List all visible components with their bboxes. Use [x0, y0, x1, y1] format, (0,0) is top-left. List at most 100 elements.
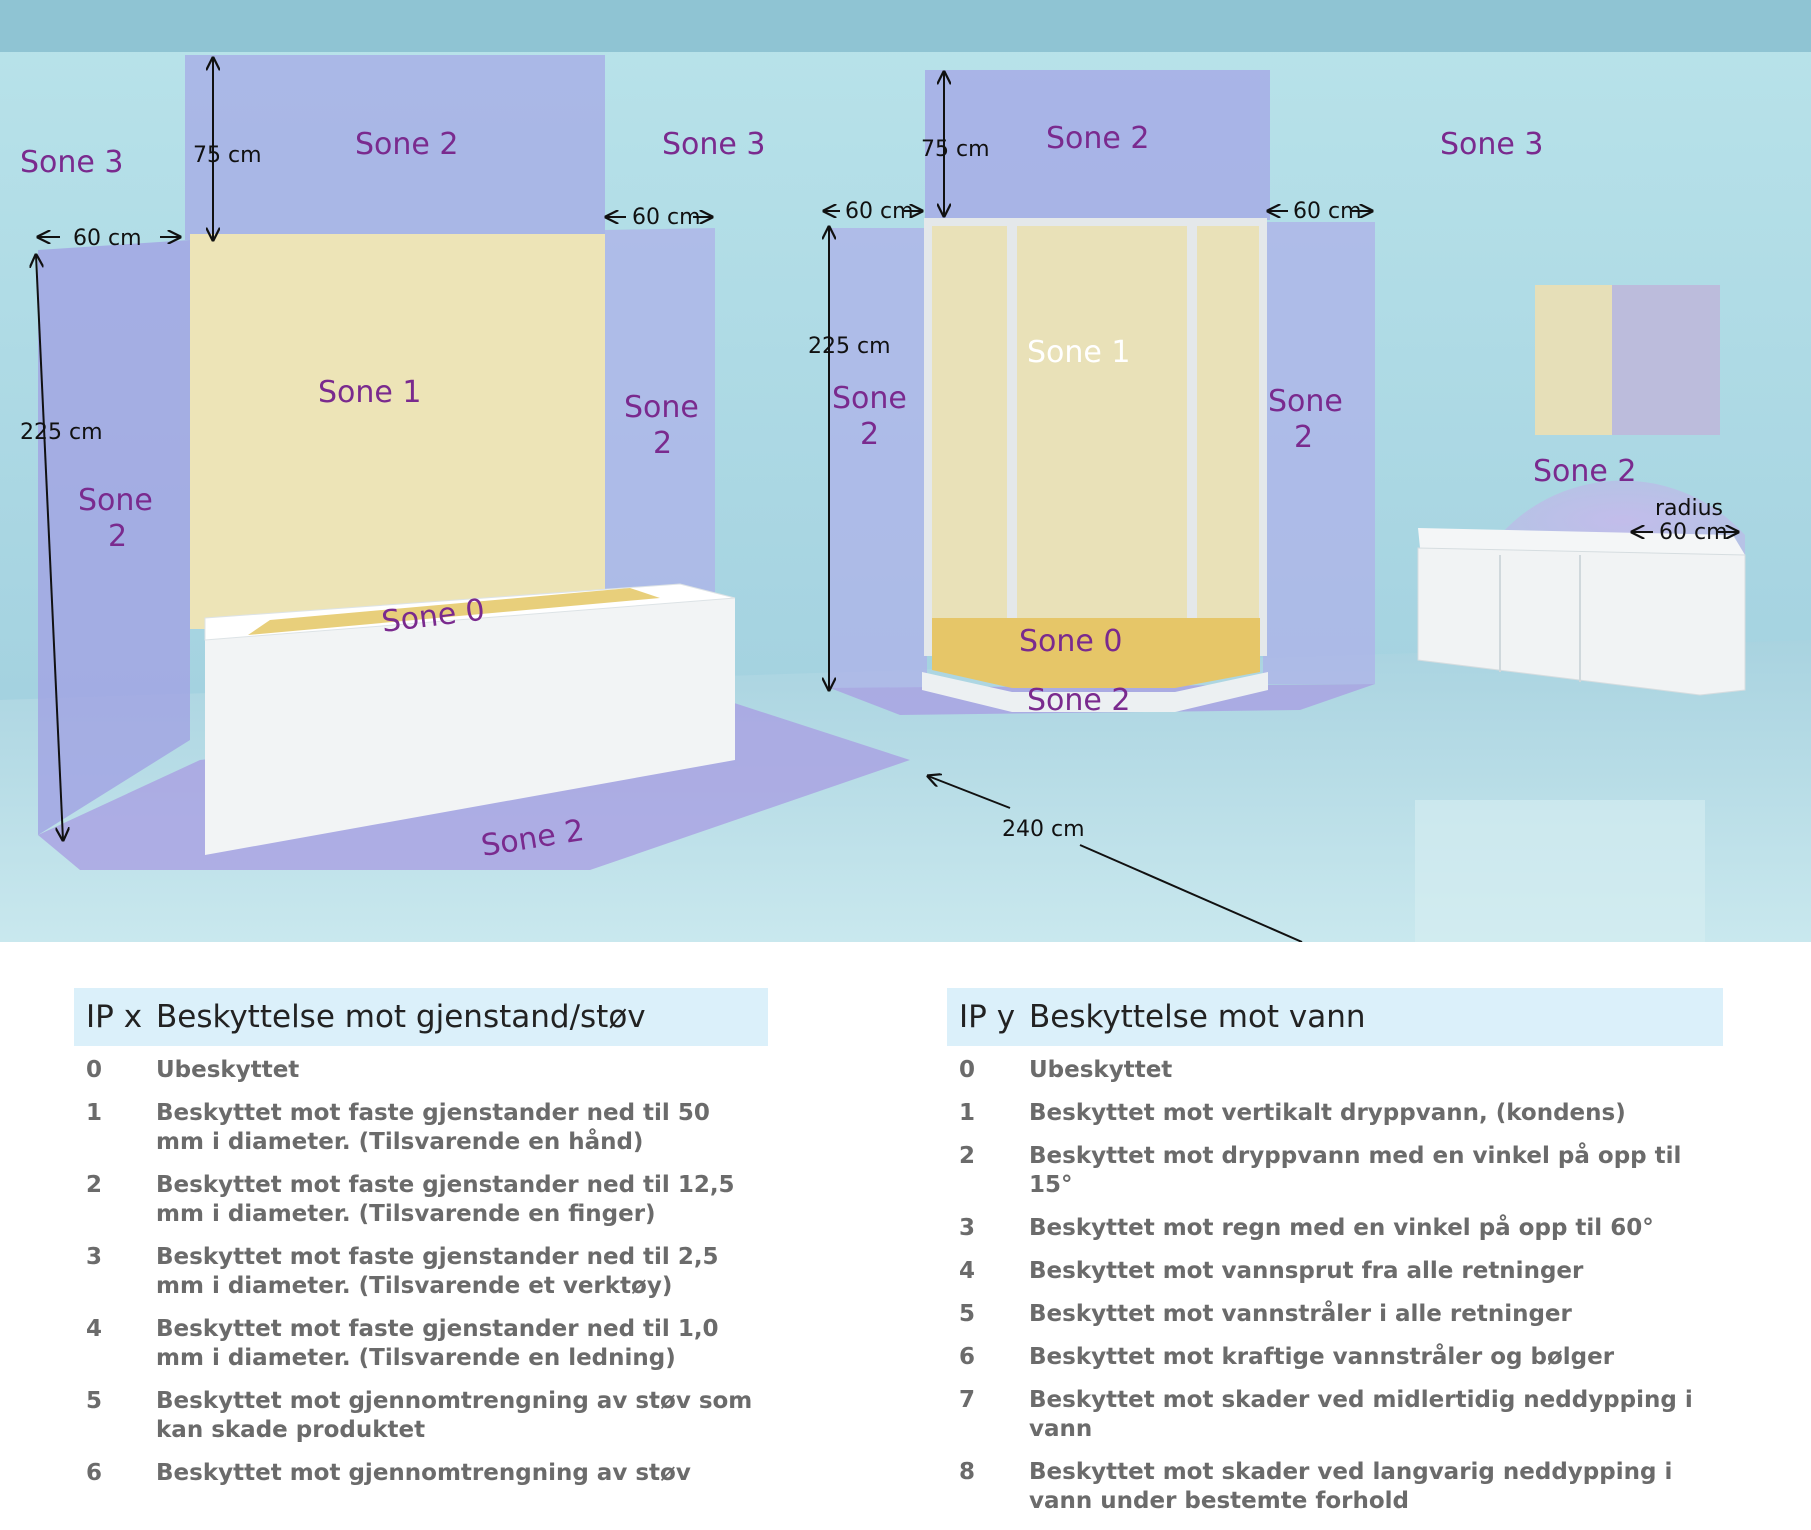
tub-zone2-top [185, 55, 605, 240]
zone-label-sone2: Sone 2 [355, 127, 459, 162]
dimension-label: 225 cm [20, 420, 103, 445]
zone-label-sone0: Sone 0 [1019, 624, 1123, 659]
floor-240-arrow-a [928, 776, 1011, 809]
row-text: Beskyttet mot vannstråler i alle retning… [1029, 1301, 1572, 1327]
bathroom-zones-illustration: Sone 3 Sone 2 Sone 3 Sone 1 Sone 2 Sone … [0, 0, 1811, 942]
table-row: 1 Beskyttet mot vertikalt dryppvann, (kon… [947, 1099, 1723, 1128]
zone-label-sone3: Sone 3 [1440, 127, 1544, 162]
mirror-zone2 [1612, 285, 1720, 435]
row-number: 8 [959, 1459, 976, 1485]
row-number: 3 [86, 1244, 103, 1270]
zone-label-sone3: Sone 3 [662, 127, 766, 162]
table-row: 3 Beskyttet mot faste gjenstander ned til… [74, 1243, 768, 1301]
ipy-title: Beskyttelse mot vann [1029, 999, 1366, 1035]
row-number: 2 [959, 1143, 976, 1169]
zone-label-sone1: Sone 1 [318, 375, 422, 410]
dimension-label: 75 cm [921, 137, 990, 162]
tub-zone2-right [605, 228, 715, 640]
zone-label-sone2: Sone 2 [1027, 683, 1131, 718]
row-text: Beskyttet mot skader ved langvarig neddy… [1029, 1459, 1673, 1514]
dimension-label: 60 cm [73, 226, 142, 251]
row-number: 5 [86, 1388, 103, 1414]
sink-countertop [1418, 528, 1745, 555]
ipx-header: IP x Beskyttelse mot gjenstand/støv [74, 988, 768, 1046]
bathtub-basin [248, 588, 660, 635]
table-row: 7 Beskyttet mot skader ved midlertidig ne… [947, 1386, 1723, 1444]
zone-label-sone2: Sone [832, 381, 907, 416]
table-row: 6 Beskyttet mot gjennomtrengning av støv [74, 1459, 768, 1488]
tub-225-arrow [36, 255, 63, 840]
zone-label-sone2: Sone [78, 483, 153, 518]
row-number: 7 [959, 1387, 976, 1413]
shower-tray [932, 618, 1260, 688]
table-row: 8 Beskyttet mot skader ved langvarig nedd… [947, 1458, 1723, 1516]
zone-label-sone2: Sone 2 [1533, 454, 1637, 489]
row-number: 6 [86, 1460, 103, 1486]
table-row: 4 Beskyttet mot vannsprut fra alle retnin… [947, 1257, 1723, 1286]
dimension-label: 60 cm [845, 199, 914, 224]
shower-base [922, 672, 1268, 712]
table-row: 4 Beskyttet mot faste gjenstander ned til… [74, 1315, 768, 1373]
row-text: Beskyttet mot regn med en vinkel på opp … [1029, 1215, 1654, 1241]
dimension-label: 60 cm [632, 205, 701, 230]
shower-cabin [924, 218, 1267, 656]
table-row: 2 Beskyttet mot dryppvann med en vinkel p… [947, 1142, 1723, 1200]
table-row: 3 Beskyttet mot regn med en vinkel på opp… [947, 1214, 1723, 1243]
bathtub-front [205, 598, 735, 855]
dimension-label: 75 cm [193, 143, 262, 168]
dimension-label: 240 cm [1002, 817, 1085, 842]
row-text: Beskyttet mot dryppvann med en vinkel på… [1029, 1143, 1682, 1198]
tub-zone1-wall [190, 234, 605, 629]
table-row: 0 Ubeskyttet [74, 1056, 768, 1085]
row-text: Beskyttet mot faste gjenstander ned til … [156, 1172, 735, 1227]
dimension-label: 225 cm [808, 334, 891, 359]
zone-label-sone2: 2 [1294, 420, 1313, 455]
ipx-table: IP x Beskyttelse mot gjenstand/støv 0 Ube… [74, 988, 768, 1502]
ipy-header: IP y Beskyttelse mot vann [947, 988, 1723, 1046]
zone-label-sone2: 2 [653, 426, 672, 461]
dimension-label: 60 cm [1659, 520, 1728, 545]
ipy-code: IP y [959, 999, 1016, 1035]
dimension-label: radius [1655, 496, 1723, 521]
row-text: Beskyttet mot faste gjenstander ned til … [156, 1100, 710, 1155]
row-text: Beskyttet mot faste gjenstander ned til … [156, 1244, 719, 1299]
floor-reflection [1415, 800, 1705, 942]
tub-zone2-left [38, 240, 190, 835]
table-row: 5 Beskyttet mot gjennomtrengning av støv … [74, 1387, 768, 1445]
row-text: Beskyttet mot vertikalt dryppvann, (kond… [1029, 1100, 1626, 1126]
zone-label-sone1: Sone 1 [1027, 335, 1131, 370]
row-text: Ubeskyttet [1029, 1057, 1173, 1083]
ipx-code: IP x [86, 999, 143, 1035]
row-text: Beskyttet mot gjennomtrengning av støv [156, 1460, 691, 1486]
zone-label-sone3: Sone 3 [20, 145, 124, 180]
row-number: 0 [86, 1057, 103, 1083]
row-text: Beskyttet mot skader ved midlertidig ned… [1029, 1387, 1693, 1442]
row-number: 1 [959, 1100, 976, 1126]
zone-label-sone2: 2 [108, 519, 127, 554]
row-text: Beskyttet mot gjennomtrengning av støv s… [156, 1388, 753, 1443]
row-text: Beskyttet mot faste gjenstander ned til … [156, 1316, 719, 1371]
ceiling-strip [0, 0, 1811, 52]
row-text: Beskyttet mot kraftige vannstråler og bø… [1029, 1344, 1615, 1370]
shower-zone2-right [1263, 222, 1375, 684]
row-text: Beskyttet mot vannsprut fra alle retning… [1029, 1258, 1584, 1284]
zone-label-sone2: Sone 2 [1046, 121, 1150, 156]
shower-zone2-top [925, 70, 1270, 220]
row-number: 3 [959, 1215, 976, 1241]
table-row: 5 Beskyttet mot vannstråler i alle retnin… [947, 1300, 1723, 1329]
row-number: 4 [959, 1258, 976, 1284]
floor-240-arrow-b [1079, 844, 1303, 942]
ipx-title: Beskyttelse mot gjenstand/støv [156, 999, 646, 1035]
row-text: Ubeskyttet [156, 1057, 300, 1083]
zone-label-sone2: Sone [1268, 384, 1343, 419]
row-number: 4 [86, 1316, 103, 1342]
zone-label-sone2: 2 [860, 417, 879, 452]
row-number: 5 [959, 1301, 976, 1327]
